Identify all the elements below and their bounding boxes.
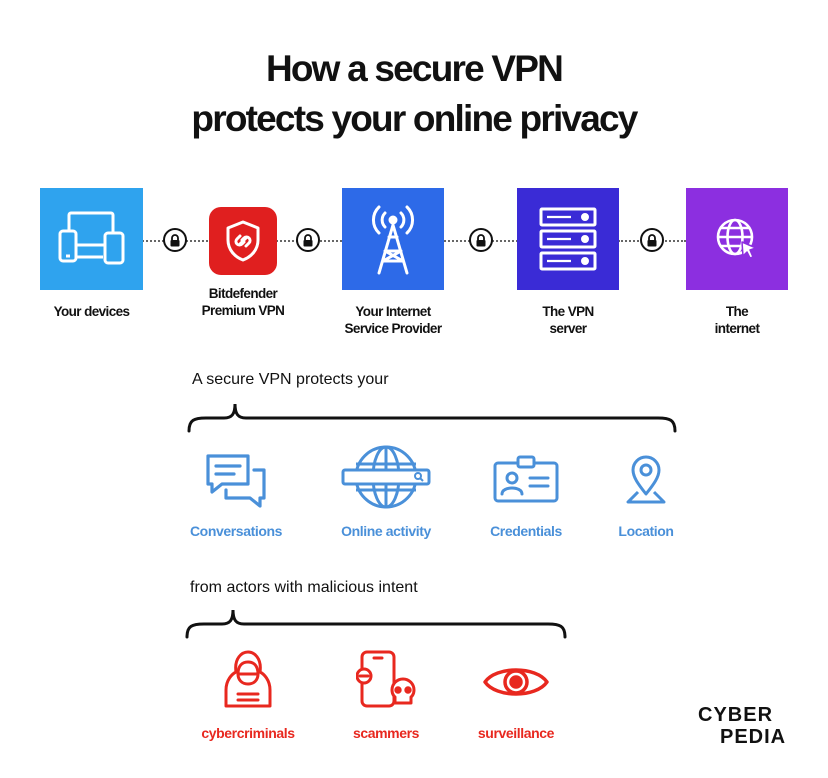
padlock-icon bbox=[640, 228, 664, 252]
padlock-icon bbox=[163, 228, 187, 252]
server-icon bbox=[539, 207, 597, 271]
globe-search-icon bbox=[341, 445, 431, 509]
protected-item-online-activity: Online activity bbox=[326, 445, 446, 545]
chat-bubbles-icon bbox=[206, 454, 266, 508]
padlock-icon bbox=[469, 228, 493, 252]
internet-box bbox=[686, 188, 788, 290]
item-label: Credentials bbox=[490, 523, 562, 539]
cyberpedia-logo: CYBER PEDIA bbox=[698, 704, 787, 748]
devices-box bbox=[40, 188, 143, 290]
title-line-2: protects your online privacy bbox=[191, 98, 638, 139]
item-label: Location bbox=[618, 523, 674, 539]
node-label: Your devices bbox=[53, 304, 130, 319]
threat-label: scammers bbox=[352, 725, 420, 741]
bitdefender-shield-icon bbox=[226, 220, 260, 262]
cell-tower-icon bbox=[372, 205, 414, 275]
node-label: Bitdefender Premium VPN bbox=[201, 286, 285, 318]
node-label: Your Internet Service Provider bbox=[344, 304, 443, 336]
node-label: The VPN server bbox=[542, 304, 594, 336]
page-title: How a secure VPN protects your online pr… bbox=[0, 44, 828, 144]
padlock-icon bbox=[296, 228, 320, 252]
id-badge-icon bbox=[493, 455, 559, 503]
threat-surveillance: surveillance bbox=[456, 650, 576, 745]
threats-brace bbox=[185, 609, 567, 639]
threat-cybercriminals: cybercriminals bbox=[188, 650, 308, 745]
item-label: Online activity bbox=[341, 523, 431, 539]
protected-item-credentials: Credentials bbox=[466, 450, 586, 545]
bitdefender-box bbox=[209, 207, 277, 275]
location-pin-icon bbox=[626, 455, 666, 504]
threats-caption: from actors with malicious intent bbox=[190, 579, 418, 596]
threat-label: cybercriminals bbox=[201, 725, 295, 741]
globe-cursor-icon bbox=[716, 218, 757, 259]
protects-brace bbox=[187, 403, 677, 433]
title-line-1: How a secure VPN bbox=[265, 48, 564, 89]
hooded-hacker-icon bbox=[224, 650, 272, 708]
item-label: Conversations bbox=[189, 523, 283, 539]
phone-skull-icon bbox=[356, 650, 416, 708]
devices-icon bbox=[58, 211, 124, 265]
node-label: The internet bbox=[714, 304, 760, 336]
threat-scammers: scammers bbox=[326, 650, 446, 745]
protected-item-conversations: Conversations bbox=[176, 450, 296, 545]
eye-icon bbox=[483, 668, 549, 696]
server-box bbox=[517, 188, 619, 290]
protects-caption: A secure VPN protects your bbox=[192, 371, 389, 388]
threat-label: surveillance bbox=[477, 725, 555, 741]
isp-box bbox=[342, 188, 444, 290]
protected-item-location: Location bbox=[596, 450, 696, 545]
